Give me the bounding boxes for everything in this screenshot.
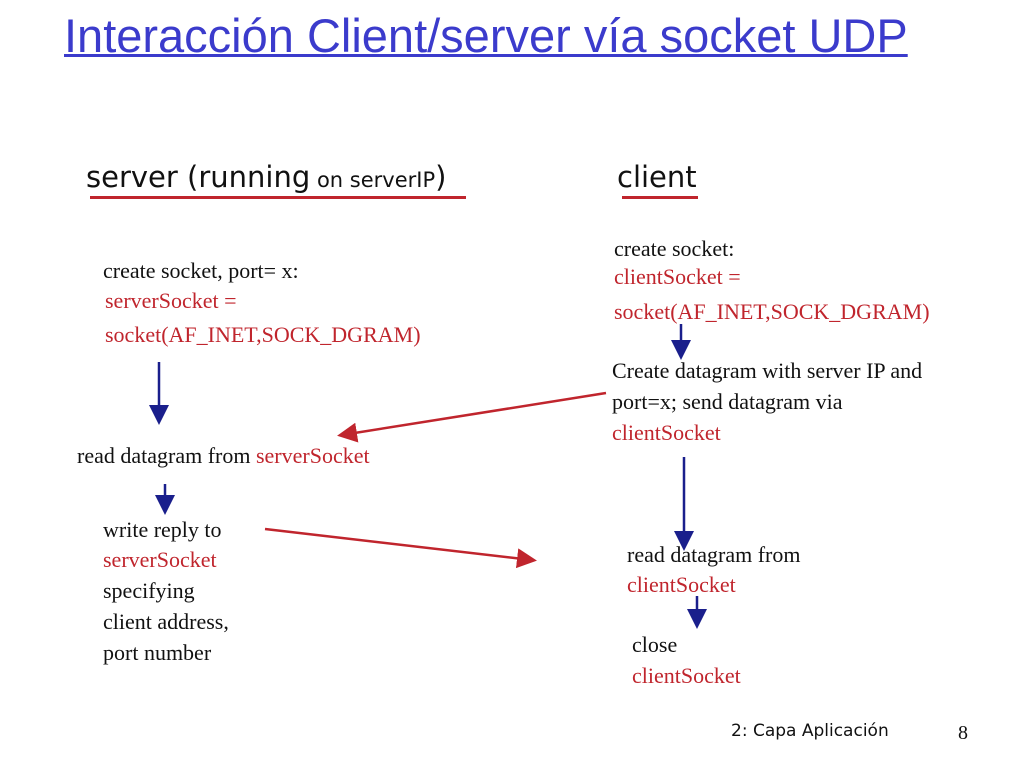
server-heading: server (running on serverIP) [86, 160, 446, 194]
client-heading-underline [622, 196, 698, 199]
client-close-line1: close [632, 632, 678, 657]
server-write-line1: write reply to [103, 517, 222, 542]
server-write-line2: serverSocket [103, 547, 217, 572]
server-create-socket-label: create socket, port= x: [103, 258, 299, 283]
server-read-prefix: read datagram from [77, 443, 256, 468]
server-socket-call: socket(AF_INET,SOCK_DGRAM) [105, 322, 421, 347]
client-send-line1: Create datagram with server IP and [612, 358, 923, 383]
server-to-client-reply-arrow [264, 527, 537, 569]
footer-chapter-label: 2: Capa Aplicación [731, 721, 889, 741]
client-read-line1: read datagram from [627, 542, 801, 567]
client-send-line3: clientSocket [612, 420, 721, 445]
client-socket-assign: clientSocket = [614, 264, 741, 289]
server-heading-paren-close: ) [435, 160, 447, 194]
page-number: 8 [958, 722, 968, 744]
server-write-line4: client address, [103, 609, 229, 634]
server-heading-underline [90, 196, 466, 199]
client-socket-call: socket(AF_INET,SOCK_DGRAM) [614, 299, 930, 324]
server-write-line3: specifying [103, 578, 195, 603]
server-socket-assign: serverSocket = [105, 288, 237, 313]
client-close-line2: clientSocket [632, 663, 741, 688]
client-read-line2: clientSocket [627, 572, 736, 597]
server-write-line5: port number [103, 640, 212, 665]
server-heading-main: server [86, 160, 178, 194]
client-to-server-datagram-arrow [337, 391, 607, 443]
server-read-datagram: read datagram from serverSocket [77, 441, 370, 471]
slide-title: Interacción Client/server vía socket UDP [64, 9, 908, 62]
server-heading-paren-open: (running [177, 160, 311, 194]
server-read-socket: serverSocket [255, 443, 370, 468]
client-send-line2: port=x; send datagram via [612, 389, 843, 414]
client-create-socket-label: create socket: [614, 236, 735, 261]
client-heading: client [617, 160, 697, 194]
server-heading-small: on serverIP [310, 168, 436, 192]
